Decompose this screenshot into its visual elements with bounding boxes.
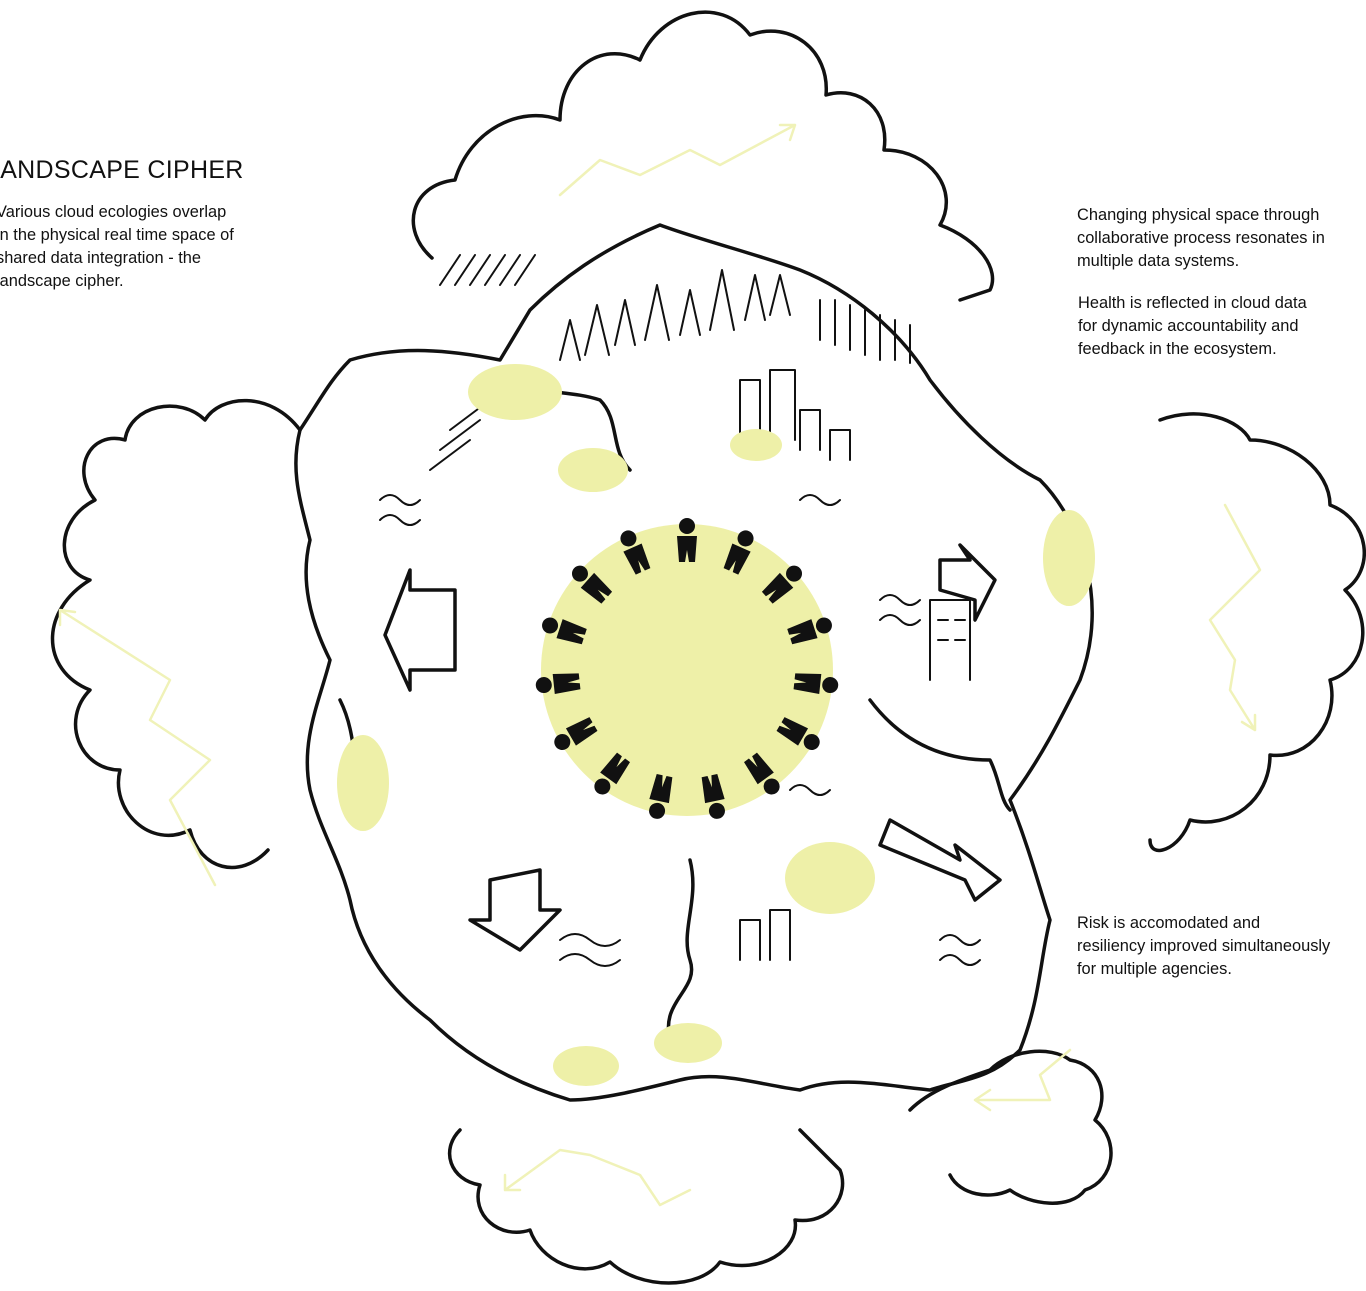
cloud-left xyxy=(50,398,302,870)
highlight-blob xyxy=(337,735,389,831)
highlight-blob xyxy=(558,448,628,492)
squiggles xyxy=(379,494,981,967)
arrow-left xyxy=(383,568,457,692)
highlight-blob xyxy=(468,364,562,420)
cloud-bottom xyxy=(448,1128,845,1285)
cloud-right xyxy=(1148,412,1366,852)
highlight-blob xyxy=(654,1023,722,1063)
flow-arrow-bottom-right xyxy=(973,1048,1072,1112)
note-physical-space: Changing physical space through collabor… xyxy=(1077,206,1325,270)
highlight-blobs xyxy=(337,364,1095,1086)
flow-arrow-top xyxy=(558,123,797,197)
forest-hatching xyxy=(439,254,911,364)
relief-east xyxy=(868,698,1012,812)
flow-arrow-bottom xyxy=(503,1148,692,1207)
highlight-blob xyxy=(553,1046,619,1086)
highlight-blob xyxy=(785,842,875,914)
flow-arrow-left xyxy=(58,608,217,887)
central-sun xyxy=(541,524,833,816)
cloud-bottom-right xyxy=(908,1049,1113,1205)
river-south xyxy=(666,858,695,1042)
cloud-top xyxy=(411,10,995,302)
highlight-blob xyxy=(730,429,782,461)
buildings xyxy=(429,369,971,961)
landscape-island xyxy=(294,223,1094,1102)
people-ring xyxy=(535,518,839,819)
arrow-up xyxy=(938,543,997,622)
arrow-right xyxy=(878,818,1002,902)
highlight-blob xyxy=(1043,510,1095,606)
note-cloud-ecologies: Various cloud ecologies overlap in the p… xyxy=(0,203,234,290)
page-title: LANDSCAPE CIPHER xyxy=(0,156,244,184)
flow-arrow-right xyxy=(1208,503,1262,732)
note-health: Health is reflected in cloud data for dy… xyxy=(1078,294,1307,358)
arrow-down xyxy=(468,868,562,952)
note-risk: Risk is accomodated and resiliency impro… xyxy=(1077,914,1331,978)
